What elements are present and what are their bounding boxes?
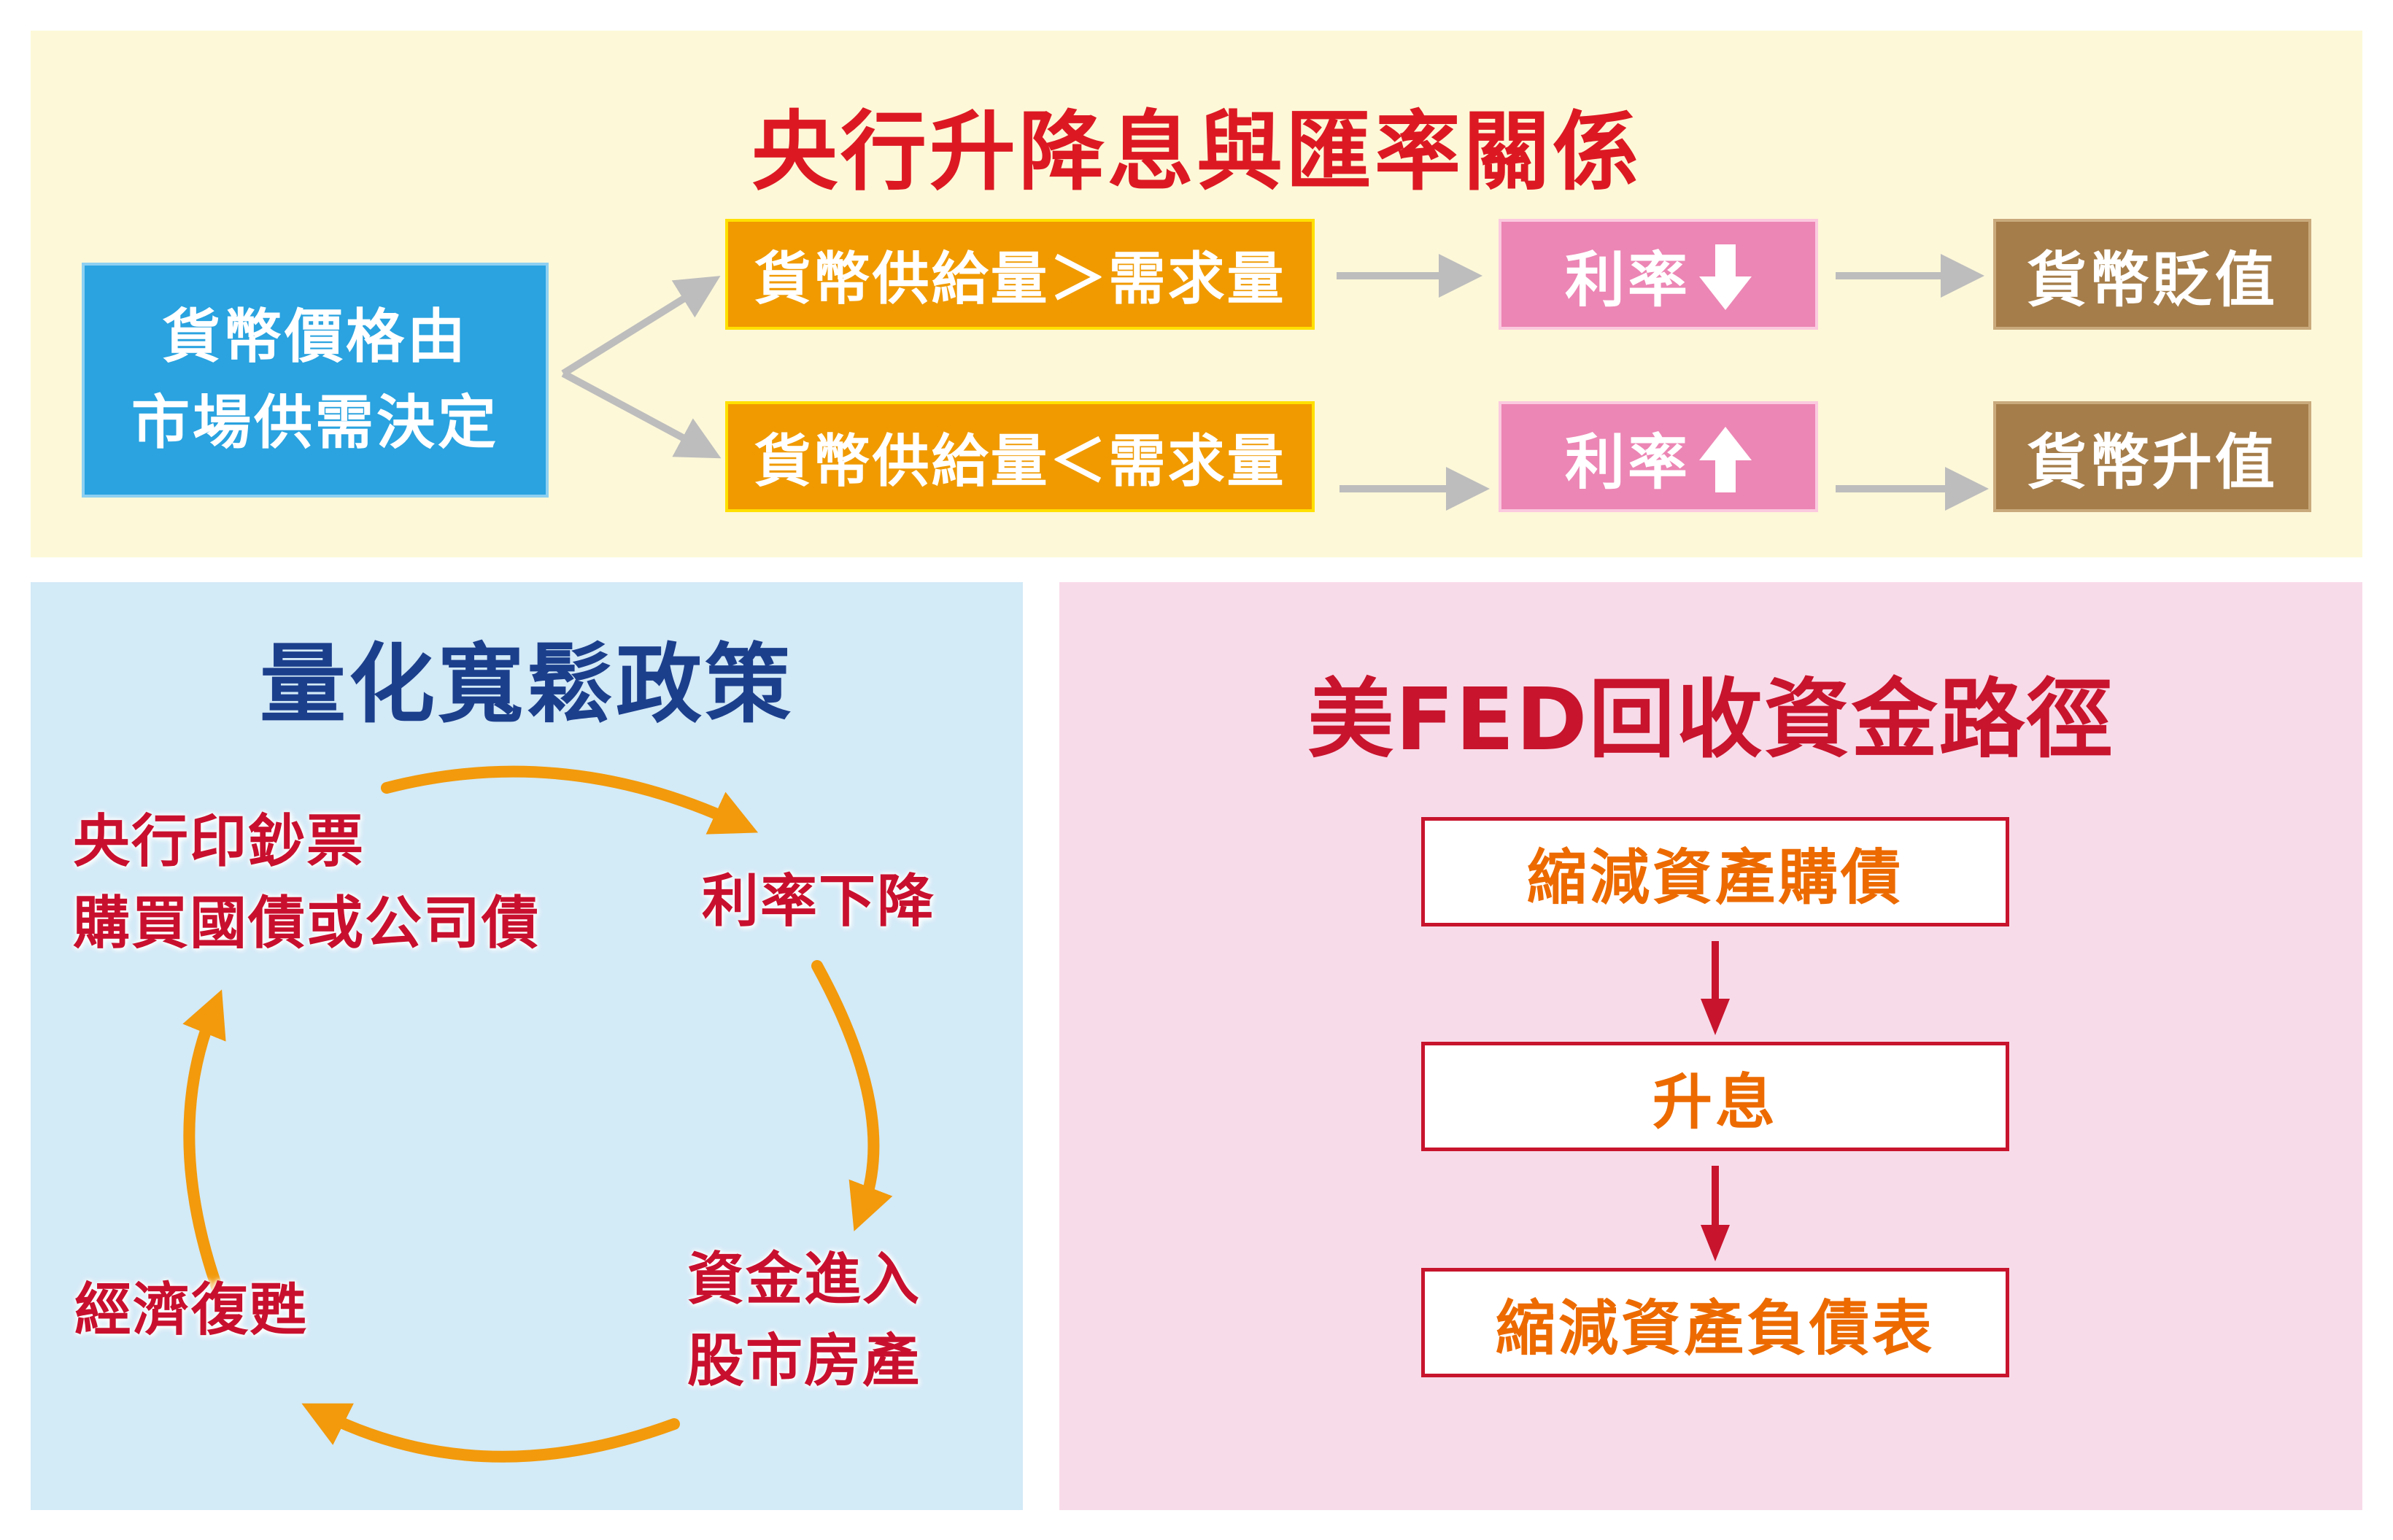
currency-appreciation-box: 貨幣升值 [1993,401,2311,512]
arrow-down-icon [1699,244,1752,310]
step-central-bank-line-2: 購買國債或公司債 [73,891,541,956]
currency-depreciation-box: 貨幣貶值 [1993,219,2311,330]
flow-arrows [561,254,1989,511]
cycle-arrow-4 [182,989,226,1303]
supply-greater-box: 貨幣供給量＞需求量 [725,219,1315,330]
fed-flow-arrows [1701,941,1730,1261]
rate-down-box: 利率 [1499,219,1818,330]
market-line-2: 市場供需決定 [131,389,499,457]
rate-label: 利率 [1564,427,1690,498]
fed-step-rate-hike: 升息 [1421,1042,2009,1151]
cycle-arrow-3 [301,1403,680,1463]
rate-up-box: 利率 [1499,401,1818,512]
arrow-up-icon [1699,427,1752,492]
qe-policy-panel: 量化寬鬆政策 央行印鈔票 購買國債或公司債 利率下降 資金進入 股市房產 經濟復… [31,582,1023,1510]
step-economic-recovery: 經濟復甦 [74,1269,308,1351]
branch-arrow-up [561,276,721,377]
qe-cycle-arrows [182,765,893,1463]
fed-tightening-panel: 美FED回收資金路徑 縮減資產購債 升息 縮減資產負債表 [1059,582,2362,1510]
market-line-1: 貨幣價格由 [162,303,468,371]
panel-title: 央行升降息與匯率關係 [751,101,1642,202]
step-central-bank: 央行印鈔票 購買國債或公司債 [73,801,540,964]
cycle-arrow-1 [381,765,759,835]
market-decision-box: 貨幣價格由 市場供需決定 [82,263,549,498]
fed-step-taper: 縮減資產購債 [1421,817,2009,926]
step-rate-decline-line-1: 利率下降 [702,869,936,935]
step-funds-inflow-line-1: 資金進入 [687,1247,921,1312]
step-economic-recovery-line-1: 經濟復甦 [74,1277,309,1343]
interest-rate-exchange-panel: 央行升降息與匯率關係 貨幣價格由 市場供需決定 貨幣供給量＞需求量 貨幣供給量＜… [31,31,2362,557]
step-funds-inflow-line-2: 股市房產 [687,1328,921,1394]
supply-less-box: 貨幣供給量＜需求量 [725,401,1315,512]
branch-arrow-down [561,370,722,459]
panel-title: 美FED回收資金路徑 [1307,669,2114,770]
step-central-bank-line-1: 央行印鈔票 [73,809,366,875]
step-funds-inflow: 資金進入 股市房產 [687,1239,921,1402]
rate-label: 利率 [1564,245,1690,315]
fed-step-balance-sheet: 縮減資產負債表 [1421,1268,2009,1377]
step-rate-decline: 利率下降 [702,861,935,943]
cycle-arrow-2 [811,960,893,1231]
panel-title: 量化寬鬆政策 [259,634,794,735]
